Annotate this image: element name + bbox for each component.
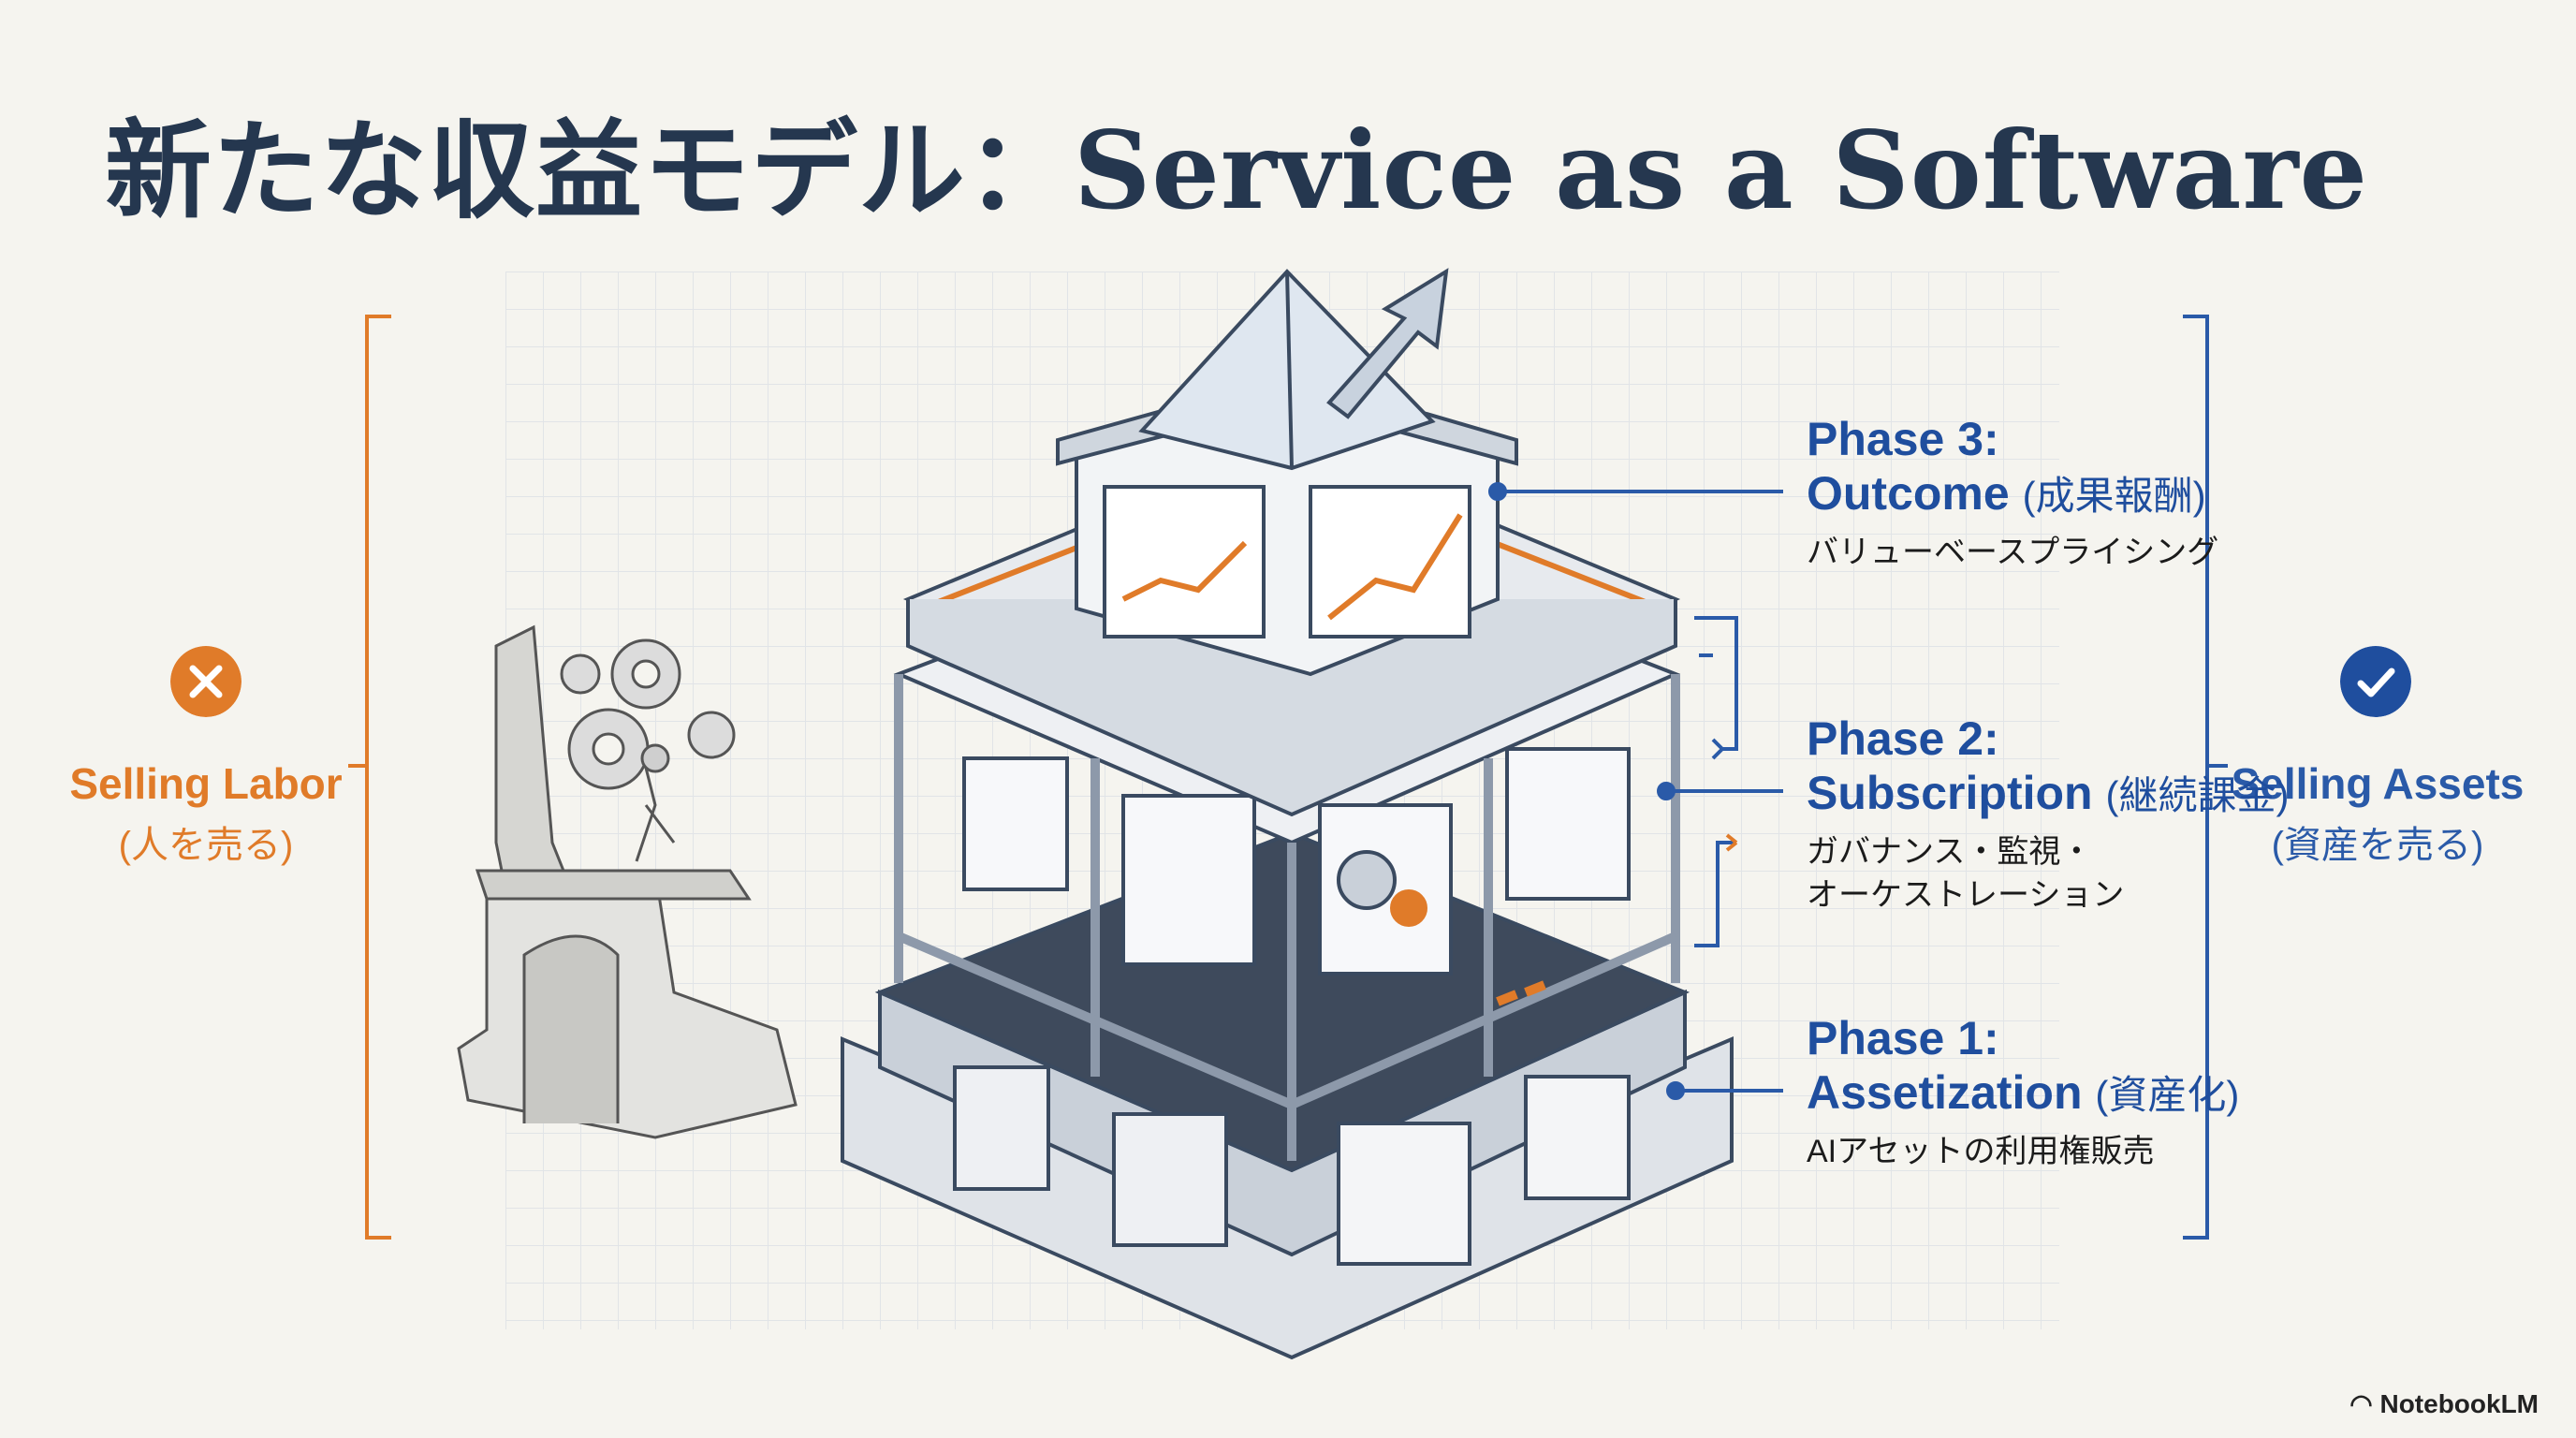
growth-chart-panel [1103,485,1266,638]
server-rack [953,1065,1050,1191]
flowchart-panel [1505,747,1631,901]
building-illustration [841,268,1734,1360]
phase-1-title: Phase 1: [1807,1012,1999,1064]
phase-2-title: Phase 2: [1807,712,1999,765]
x-icon [170,646,242,717]
phase-2-name: Subscription [1807,767,2093,819]
selling-assets-title: Selling Assets [2231,759,2525,808]
selling-assets-sub: (資産を売る) [2271,825,2484,866]
ruined-tower-illustration [457,624,798,1139]
phase-3-name: Outcome [1807,467,2010,520]
phase-1: Phase 1: Assetization (資産化) AIアセットの利用権販売 [1807,1011,2239,1173]
selling-assets-label: Selling Assets (資産を売る) [2218,758,2537,869]
right-bracket [2183,315,2228,1240]
server-rack [1112,1112,1228,1247]
screen-panel [1337,1122,1471,1266]
left-bracket [348,315,391,1240]
selling-labor-title: Selling Labor [69,759,343,808]
glass-pyramid [1138,269,1436,471]
page-title: 新たな収益モデル：Service as a Software [105,108,2369,233]
credit-text: NotebookLM [2379,1389,2539,1418]
selling-labor-label: Selling Labor (人を売る) [56,758,356,869]
phase-3: Phase 3: Outcome (成果報酬) バリューベースプライシング [1807,412,2218,574]
phase-2-desc2: オーケストレーション [1807,877,2125,913]
pie-chart-panel [1121,794,1256,966]
screen-panel [1524,1075,1631,1200]
phase-2-jp: (継続課金) [2105,773,2290,817]
growth-arrow [1326,268,1449,419]
phase-3-jp: (成果報酬) [2022,474,2206,518]
phase-1-name: Assetization [1807,1066,2083,1119]
check-icon [2340,646,2411,717]
monitor-panel [962,756,1069,891]
phase-1-jp: (資産化) [2095,1073,2240,1117]
phase-2: Phase 2: Subscription (継続課金) ガバナンス・監視・ オ… [1807,712,2289,917]
phase-2-desc: ガバナンス・監視・ [1807,834,2093,870]
notebooklm-icon: ◠ [2349,1389,2380,1418]
phase-3-desc: バリューベースプライシング [1807,535,2219,570]
phase-connectors [1488,482,1783,1100]
notebooklm-credit: ◠ NotebookLM [2349,1388,2539,1419]
phase-3-title: Phase 3: [1807,413,1999,465]
selling-labor-sub: (人を売る) [118,825,294,866]
phase-1-desc: AIアセットの利用権販売 [1807,1134,2155,1169]
